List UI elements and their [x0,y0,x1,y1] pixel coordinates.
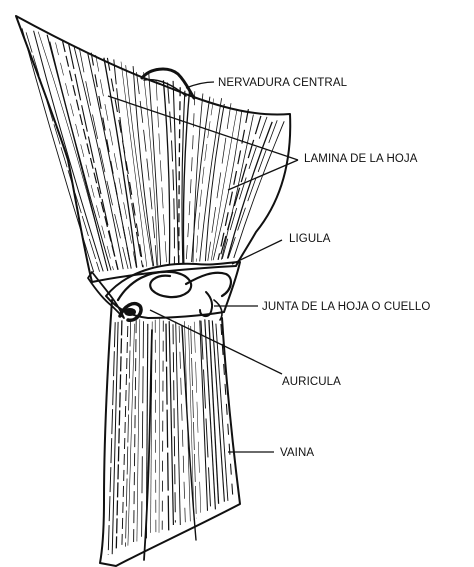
label-collar: JUNTA DE LA HOJA O CUELLO [262,301,430,313]
sheath-veins [108,319,233,555]
label-auricle: AURICULA [282,376,341,388]
blade-veins [22,28,284,272]
leaf-blade-illustration [16,16,290,282]
label-midrib: NERVADURA CENTRAL [218,77,348,89]
label-ligule: LIGULA [289,233,331,245]
leaf-sheath-illustration [100,300,240,566]
label-blade: LAMINA DE LA HOJA [304,153,418,165]
label-sheath: VAINA [280,447,314,459]
